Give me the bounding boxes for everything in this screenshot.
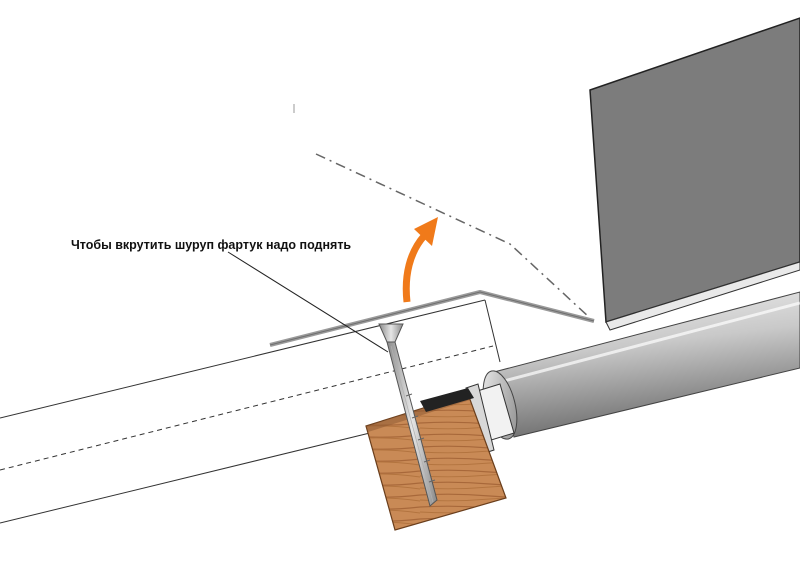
curved-up-arrow-icon <box>402 217 438 303</box>
rafter <box>0 299 501 524</box>
annotation-leader <box>227 251 389 353</box>
rafter-centerline <box>0 345 494 471</box>
wall-panel <box>589 17 800 331</box>
wood-block <box>365 388 507 531</box>
annotation-text: Чтобы вкрутить шуруп фартук надо поднять <box>71 238 351 252</box>
pipe-bracket <box>465 383 515 455</box>
flashing-apron <box>269 290 595 347</box>
flashing-lifted-position <box>315 153 591 319</box>
screw-icon <box>378 323 438 507</box>
